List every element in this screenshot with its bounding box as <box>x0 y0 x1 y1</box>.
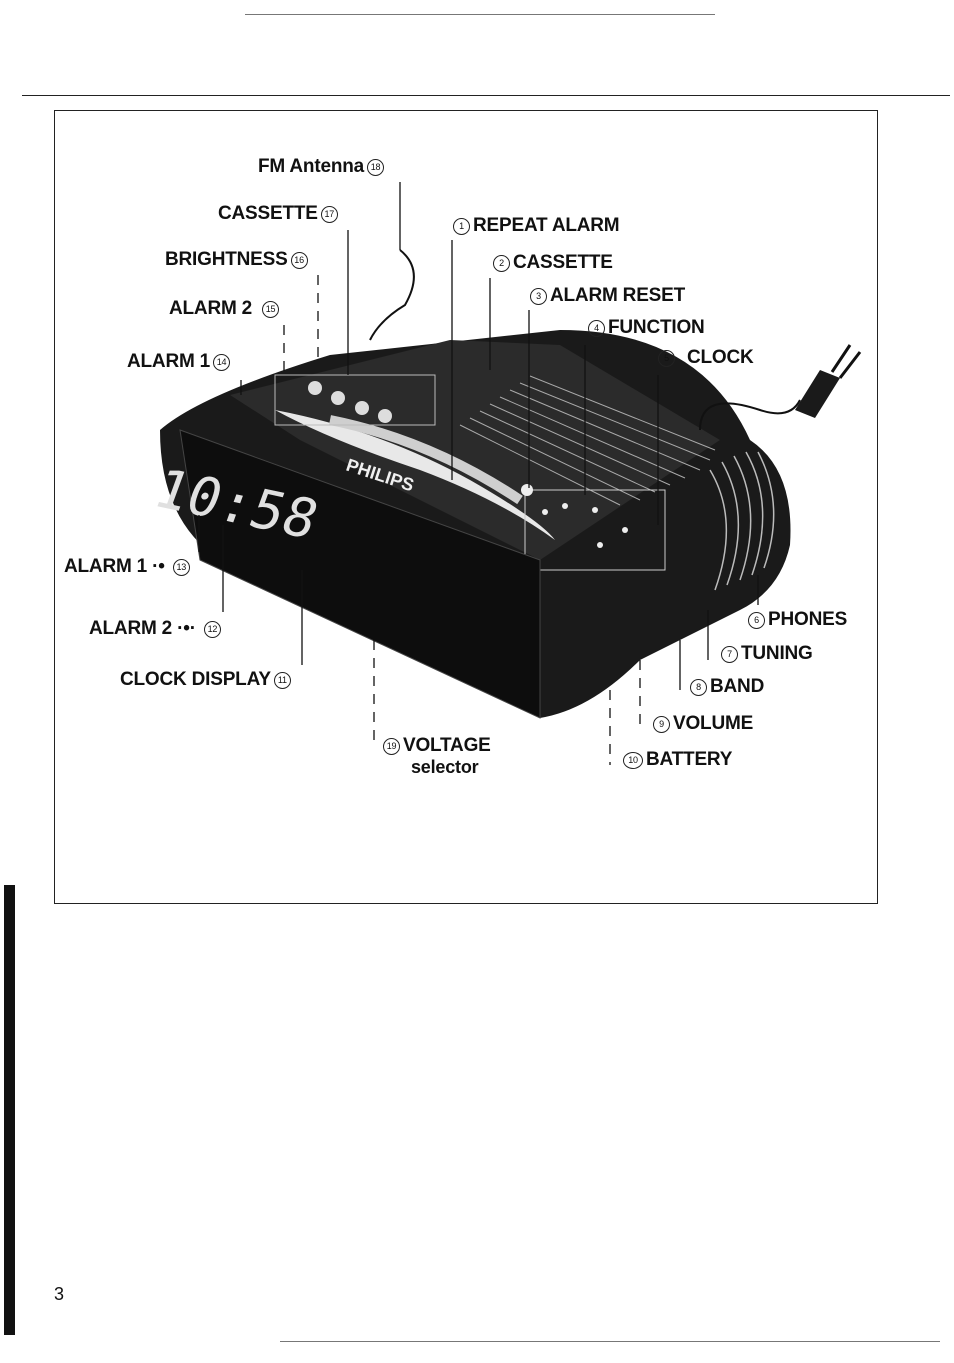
callout-number: 19 <box>383 738 400 755</box>
label-text: ALARM RESET <box>550 285 686 306</box>
label-clock: 5 CLOCK <box>655 347 754 369</box>
power-plug <box>795 370 840 418</box>
speaker-grille <box>459 375 716 506</box>
label-text: CASSETTE <box>513 252 613 273</box>
alarm-button-2 <box>331 391 345 405</box>
top-glare-2 <box>329 415 523 505</box>
callout-number: 2 <box>493 255 510 272</box>
side-ribs <box>709 451 775 591</box>
alarm-button-3 <box>355 401 369 415</box>
figure-frame <box>54 110 878 904</box>
label-text: VOLUME <box>673 713 754 734</box>
label-text: PHONES <box>768 609 848 630</box>
control-panel <box>524 489 666 571</box>
alarm-button-panel <box>274 374 436 426</box>
binding-edge-mark <box>4 885 15 1335</box>
label-text: ALARM 2 <box>169 298 253 319</box>
callout-number: 15 <box>262 301 280 318</box>
header-rule <box>22 95 950 96</box>
callout-number: 5 <box>658 350 675 367</box>
label-text: REPEAT ALARM <box>473 215 620 236</box>
label-text: CASSETTE <box>218 203 318 224</box>
label-text: BRIGHTNESS <box>165 249 288 270</box>
page-number: 3 <box>54 1284 65 1304</box>
label-alarm1-ind: ALARM 1 ·• 13 <box>64 556 193 578</box>
callout-number: 16 <box>290 252 308 269</box>
callout-number: 12 <box>203 621 221 638</box>
callout-number: 17 <box>320 206 338 223</box>
callout-number: 14 <box>213 354 231 371</box>
alarm-reset-knob <box>521 484 533 496</box>
antenna-wire <box>369 249 415 341</box>
label-text: CLOCK <box>687 347 754 368</box>
label-text: CLOCK DISPLAY <box>120 669 271 690</box>
label-text: TUNING <box>741 643 813 664</box>
plug-pin-1 <box>830 344 852 373</box>
callout-number: 9 <box>653 716 670 733</box>
label-text: VOLTAGE <box>403 735 491 756</box>
label-text: FM Antenna <box>258 156 365 177</box>
scan-noise-bottom <box>280 1341 940 1342</box>
control-button-b <box>562 503 568 509</box>
label-text: BATTERY <box>646 749 733 770</box>
power-cord <box>699 399 801 431</box>
label-text: BAND <box>710 676 765 697</box>
callout-number: 6 <box>748 612 765 629</box>
leader-lines <box>198 182 759 765</box>
label-alarm2-top: ALARM 2 15 <box>169 298 282 320</box>
control-button-d <box>622 527 628 533</box>
top-panel <box>230 340 720 560</box>
control-button-e <box>597 542 603 548</box>
callout-number: 10 <box>623 752 643 769</box>
control-button-c <box>592 507 598 513</box>
label-text: ALARM 2 <box>89 618 173 639</box>
plug-pin-2 <box>838 351 862 379</box>
callout-number: 11 <box>273 672 291 689</box>
label-text: ALARM 1 <box>64 556 148 577</box>
top-glare <box>275 410 555 540</box>
alarm-button-4 <box>378 409 392 423</box>
callout-number: 8 <box>690 679 707 696</box>
callout-number: 4 <box>588 320 605 337</box>
callout-number: 3 <box>530 288 547 305</box>
front-face <box>179 429 541 719</box>
label-alarm2-ind: ALARM 2 ·•· 12 <box>89 618 224 640</box>
alarm-button-1 <box>308 381 322 395</box>
callout-number: 18 <box>367 159 385 176</box>
label-text: ALARM 1 <box>127 351 211 372</box>
callout-number: 13 <box>172 559 190 576</box>
label-text: selector <box>411 757 479 777</box>
label-voltage-sub: selector <box>411 756 479 778</box>
scan-noise-top <box>245 14 715 15</box>
callout-number: 7 <box>721 646 738 663</box>
callout-number: 1 <box>453 218 470 235</box>
control-button-a <box>542 509 548 515</box>
label-text: FUNCTION <box>608 317 705 338</box>
